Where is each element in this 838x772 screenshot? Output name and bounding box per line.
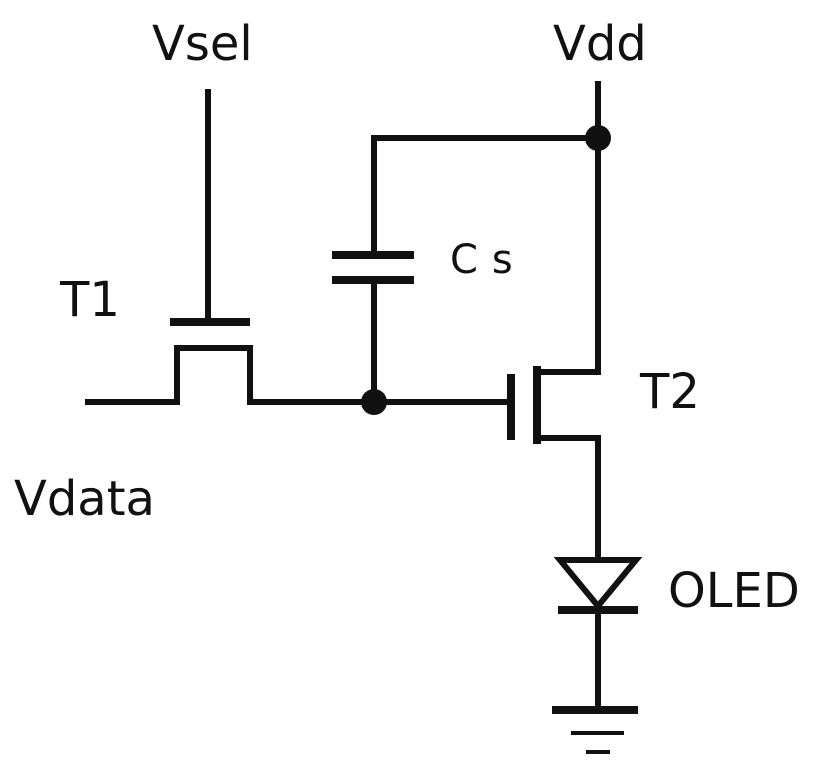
t2-label: T2 [639, 364, 700, 420]
ground-icon [552, 710, 638, 752]
t1-channel [88, 348, 250, 402]
vdd-node [585, 125, 611, 151]
vdd-label: Vdd [553, 16, 647, 72]
oled-label: OLED [668, 563, 800, 619]
cs-upper-wire [374, 138, 598, 253]
vdata-label: Vdata [14, 471, 155, 527]
vsel-label: Vsel [152, 16, 253, 72]
oled-diode-icon [560, 560, 636, 606]
t2-source-wire [537, 438, 598, 558]
cs-label: Cs [450, 237, 527, 283]
t1-label: T1 [59, 272, 120, 328]
